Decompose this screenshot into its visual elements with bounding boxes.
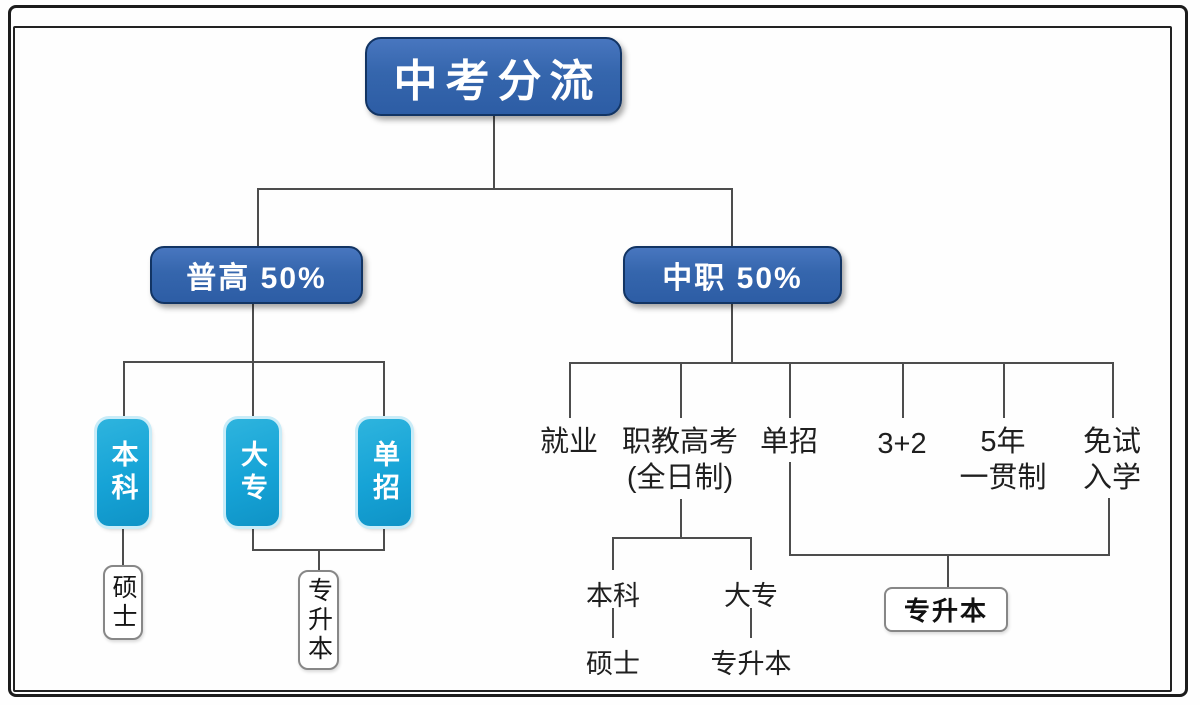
connector-line: [252, 527, 254, 550]
connector-line: [383, 527, 385, 550]
node-zhongzhi-branch: 中职 50%: [623, 246, 842, 304]
node-danzhao: 单招: [358, 419, 411, 526]
node-benke: 本科: [97, 419, 149, 526]
node-pugao-branch: 普高 50%: [150, 246, 363, 304]
connector-line: [1112, 362, 1114, 418]
connector-line: [789, 554, 1110, 556]
connector-line: [789, 362, 791, 418]
node-zhongkao-root: 中考分流: [365, 37, 622, 116]
connector-line: [750, 608, 752, 638]
connector-line: [1108, 498, 1110, 556]
connector-line: [947, 554, 949, 587]
connector-line: [750, 537, 752, 570]
label-3plus2: 3+2: [877, 428, 927, 460]
inner-frame: [13, 26, 1172, 692]
connector-line: [612, 608, 614, 638]
label-danzhao-right: 单招: [759, 426, 818, 458]
connector-line: [612, 537, 752, 539]
label-mianshi-ruxue: 免试 入学: [1082, 426, 1141, 494]
connector-line: [383, 361, 385, 419]
node-dazhuan: 大专: [226, 419, 279, 526]
outer-frame: [8, 5, 1188, 697]
box-zhuanshengben-left: 专升本: [298, 570, 339, 670]
label-jiuye: 就业: [539, 426, 598, 458]
connector-line: [122, 527, 124, 565]
connector-line: [731, 303, 733, 363]
label-5year: 5年 一贯制: [959, 426, 1047, 494]
label-benke-exam: 本科: [586, 581, 640, 611]
connector-line: [731, 188, 733, 246]
connector-line: [123, 361, 385, 363]
connector-line: [680, 499, 682, 537]
connector-line: [493, 116, 495, 188]
box-zhuanshengben-right: 专升本: [884, 587, 1008, 632]
label-zhijiao-gaokao: 职教高考 (全日制): [621, 426, 738, 494]
connector-line: [123, 361, 125, 419]
label-shuoshi-exam: 硕士: [586, 649, 640, 679]
label-zhuanshengben-exam: 专升本: [710, 649, 792, 679]
label-dazhuan-exam: 大专: [724, 581, 778, 611]
connector-line: [612, 537, 614, 570]
connector-line: [569, 362, 1114, 364]
connector-line: [1003, 362, 1005, 418]
connector-line: [902, 362, 904, 418]
connector-line: [680, 362, 682, 418]
box-shuoshi-left: 硕士: [103, 565, 143, 640]
connector-line: [789, 462, 791, 556]
connector-line: [318, 549, 320, 570]
connector-line: [569, 362, 571, 418]
connector-line: [257, 188, 259, 246]
connector-line: [257, 188, 733, 190]
